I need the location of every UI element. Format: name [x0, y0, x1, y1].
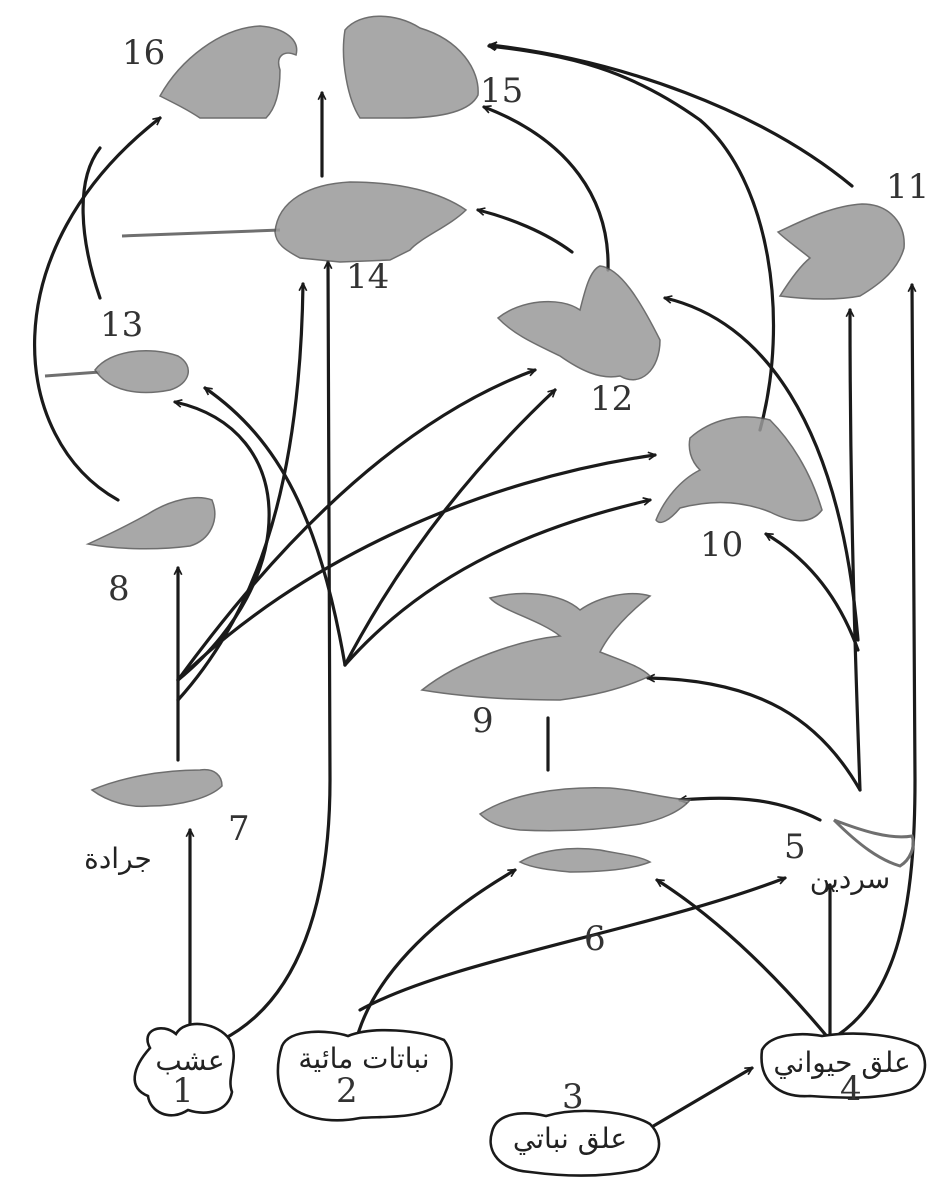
edge-4-11 [830, 285, 915, 1040]
edge-3-4 [650, 1068, 752, 1128]
node-12-number: 12 [590, 379, 633, 419]
node-8-number: 8 [108, 569, 130, 609]
node-10-heron [656, 417, 822, 522]
edge-2-6 [355, 870, 515, 1045]
node-8-small-animal [88, 498, 215, 549]
node-13-number: 13 [100, 305, 143, 345]
node-7-number: 7 [228, 809, 250, 849]
node-4-label: علق حيواني [773, 1046, 910, 1079]
edge-4-6 [657, 880, 830, 1040]
node-14-rat-body [275, 182, 466, 262]
node-13-lizard-body [95, 351, 188, 393]
edge-5-9 [648, 678, 860, 790]
edge-2-5 [360, 878, 785, 1010]
node-1-label: عشب [155, 1044, 224, 1077]
node-7-locust [92, 770, 222, 807]
node-6-fish [480, 788, 690, 831]
node-5-label: سردين [810, 862, 891, 895]
animals [45, 16, 913, 872]
node-6-number: 6 [584, 919, 606, 959]
node-2-number: 2 [336, 1071, 358, 1111]
node-15-number: 15 [480, 71, 523, 111]
node-2-label: نباتات مائية [298, 1042, 429, 1075]
edge-7-14 [178, 284, 303, 700]
node-1-number: 1 [172, 1071, 194, 1111]
edge-11-15 [490, 45, 852, 186]
edge-13-16 [83, 148, 100, 298]
edge-5-10 [766, 534, 858, 650]
node-15-owl [343, 16, 478, 118]
node-9-number: 9 [472, 701, 494, 741]
node-10-number: 10 [700, 525, 743, 565]
node-12-bird [498, 266, 660, 380]
node-9-seabird [422, 594, 650, 700]
node-13-lizard-tail [45, 372, 100, 376]
edges [35, 45, 915, 1128]
edge-1-13 [205, 388, 345, 665]
node-6-fish-2 [520, 849, 650, 873]
edge-1-12 [345, 390, 555, 665]
node-16-number: 16 [122, 33, 165, 73]
node-11-number: 11 [886, 167, 929, 207]
node-5-number: 5 [784, 827, 806, 867]
edge-1-14 [222, 262, 330, 1040]
node-3-label: علق نباتي [513, 1122, 627, 1155]
edge-12-14 [478, 210, 572, 252]
edge-12-15 [484, 107, 608, 270]
node-14-number: 14 [346, 257, 389, 297]
edge-5-11 [850, 310, 860, 790]
node-7-label: جرادة [84, 842, 152, 875]
edge-5-6 [680, 798, 820, 820]
node-11-bird [778, 204, 904, 299]
node-16-eagle [160, 26, 297, 118]
node-14-rat [122, 230, 280, 236]
node-3-number: 3 [562, 1077, 584, 1117]
node-5-sardine [834, 820, 913, 866]
